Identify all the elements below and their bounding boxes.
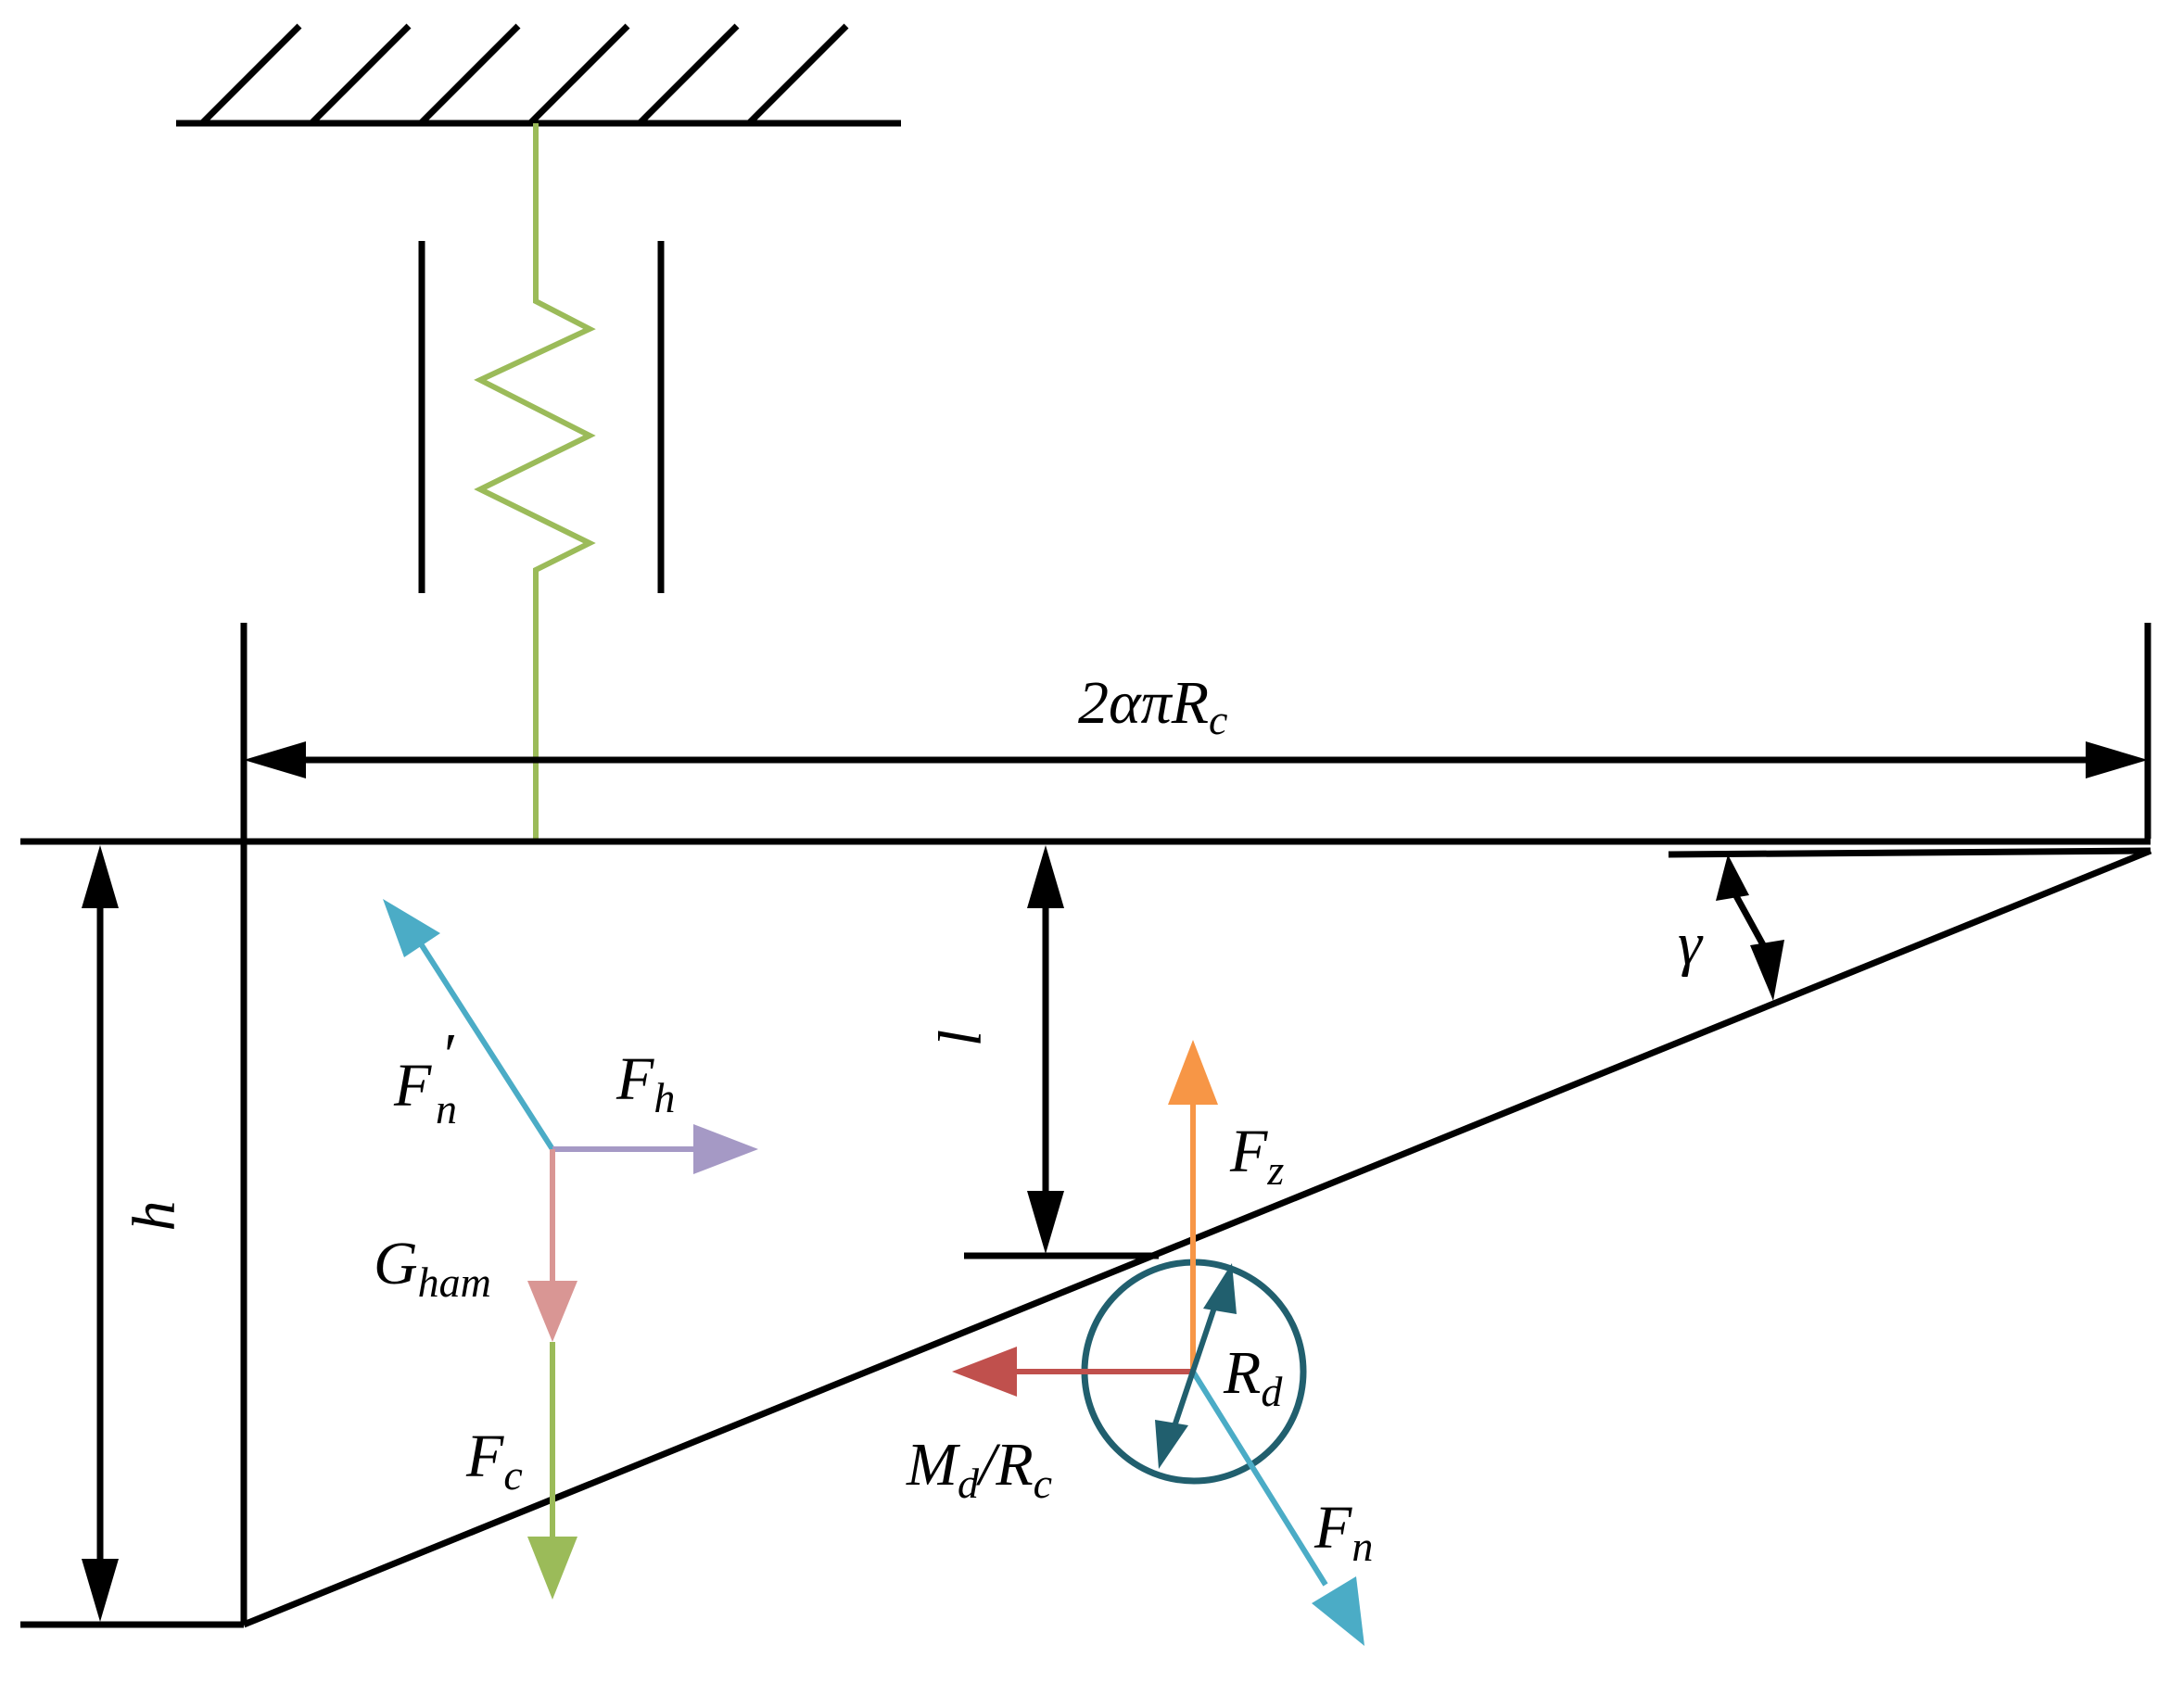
label-fn: Fn bbox=[1313, 1494, 1373, 1570]
label-fz: Fz bbox=[1229, 1118, 1284, 1194]
radius-rd-line bbox=[1170, 1301, 1219, 1433]
cam-profile bbox=[20, 838, 2152, 1628]
height-dimension bbox=[82, 845, 119, 1622]
follower-forces bbox=[383, 899, 758, 1600]
spring bbox=[474, 123, 596, 843]
hatch-line bbox=[527, 23, 630, 126]
label-fn-prime: F bbox=[393, 1052, 432, 1120]
label-lift: l bbox=[924, 1028, 992, 1044]
arrowhead bbox=[1203, 1263, 1237, 1314]
width-dimension bbox=[240, 623, 2151, 839]
label-md-rc: Md/Rc bbox=[906, 1431, 1052, 1507]
hatch-line bbox=[746, 23, 849, 126]
fixed-support bbox=[176, 23, 901, 127]
force-gham-arrowhead bbox=[527, 1281, 577, 1342]
labels: 2απRc h l γ F ′ n Fh Gham Fc Fz Rd Md/Rc… bbox=[121, 669, 1704, 1570]
arrowhead bbox=[1716, 854, 1749, 901]
angle-gamma-marker bbox=[1716, 854, 1784, 1001]
force-md-rc-arrowhead bbox=[952, 1347, 1017, 1397]
hatch-line bbox=[309, 23, 412, 126]
label-height: h bbox=[121, 1201, 188, 1232]
label-angle-gamma: γ bbox=[1678, 910, 1704, 978]
label-gham: Gham bbox=[374, 1230, 491, 1306]
force-fh-arrowhead bbox=[693, 1124, 758, 1174]
arrowhead bbox=[1750, 940, 1784, 1001]
roller-forces bbox=[952, 1040, 1364, 1646]
arrowhead bbox=[1027, 1191, 1064, 1254]
force-fz-arrowhead bbox=[1168, 1040, 1218, 1105]
guide-rails bbox=[418, 241, 665, 593]
label-fn-prime-subscript: n bbox=[436, 1085, 457, 1132]
force-fn-arrowhead bbox=[1312, 1576, 1364, 1646]
label-fc: Fc bbox=[465, 1423, 523, 1499]
label-rd: Rd bbox=[1223, 1339, 1283, 1415]
arrowhead bbox=[244, 741, 306, 778]
slope-top-edge bbox=[1668, 847, 2151, 858]
cam-slope bbox=[242, 847, 2152, 1628]
angle-marker-line bbox=[1732, 892, 1770, 952]
label-fn-prime-superscript: ′ bbox=[440, 1021, 455, 1089]
hatch-line bbox=[418, 23, 521, 126]
arrowhead bbox=[2086, 741, 2148, 778]
force-fn-shaft bbox=[1190, 1370, 1328, 1587]
label-width-dimension: 2απRc bbox=[1078, 669, 1227, 743]
force-fn-prime-shaft bbox=[419, 943, 555, 1151]
lift-dimension bbox=[1027, 845, 1064, 1254]
arrowhead bbox=[1027, 845, 1064, 908]
arrowhead bbox=[82, 1559, 119, 1622]
force-fn-prime-arrowhead bbox=[383, 899, 440, 957]
force-fc-arrowhead bbox=[527, 1537, 577, 1600]
arrowhead bbox=[82, 845, 119, 908]
hatch-line bbox=[199, 23, 302, 126]
hatch-line bbox=[637, 23, 740, 126]
arrowhead bbox=[1155, 1420, 1188, 1469]
label-fh: Fh bbox=[615, 1045, 675, 1121]
